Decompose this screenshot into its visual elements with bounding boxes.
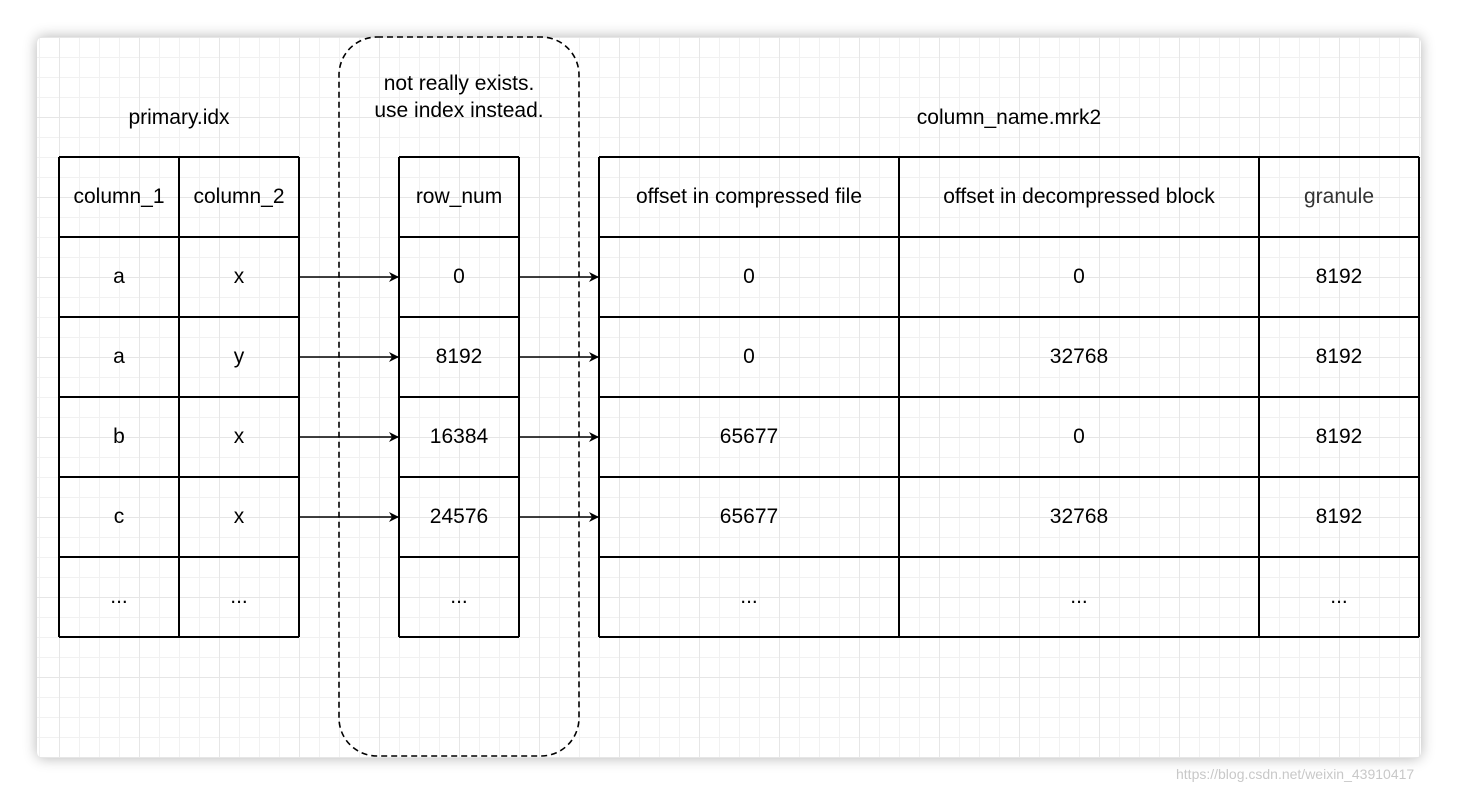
watermark: https://blog.csdn.net/weixin_43910417	[1176, 766, 1415, 782]
primary-idx-cell: x	[233, 505, 245, 528]
primary-idx-cell: x	[233, 425, 245, 448]
marks-cell: 0	[743, 265, 755, 288]
marks-cell: ...	[740, 585, 758, 608]
marks-file-title: column_name.mrk2	[916, 106, 1102, 129]
virtual-note-line1: not really exists.	[383, 72, 535, 95]
primary-idx-cell: a	[113, 345, 125, 368]
marks-cell: 0	[1073, 425, 1085, 448]
marks-cell: 8192	[1315, 425, 1363, 448]
primary-idx-title: primary.idx	[128, 106, 230, 129]
primary-idx-cell: c	[113, 505, 125, 528]
primary-idx-header-cell: column_2	[193, 185, 285, 208]
marks-header-cell: offset in compressed file	[635, 185, 863, 208]
primary-idx-cell: y	[233, 345, 245, 368]
marks-cell: ...	[1330, 585, 1348, 608]
row-num-cell: 0	[453, 265, 465, 288]
primary-idx-cell: a	[113, 265, 125, 288]
primary-idx-cell: b	[113, 425, 125, 448]
marks-cell: ...	[1070, 585, 1088, 608]
row-num-header-cell: row_num	[415, 185, 503, 208]
row-num-cell: 24576	[429, 505, 489, 528]
marks-cell: 65677	[719, 425, 779, 448]
marks-cell: 8192	[1315, 345, 1363, 368]
marks-cell: 8192	[1315, 265, 1363, 288]
primary-idx-cell: ...	[230, 585, 248, 608]
marks-cell: 8192	[1315, 505, 1363, 528]
primary-idx-table-grid	[58, 156, 300, 638]
row-num-cell: ...	[450, 585, 468, 608]
marks-cell: 32768	[1049, 505, 1109, 528]
row-num-cell: 8192	[435, 345, 483, 368]
row-num-table-grid	[398, 156, 520, 638]
primary-idx-header-cell: column_1	[73, 185, 165, 208]
marks-header-cell: offset in decompressed block	[943, 185, 1215, 208]
marks-table-grid	[598, 156, 1420, 638]
primary-idx-cell: x	[233, 265, 245, 288]
primary-idx-cell: ...	[110, 585, 128, 608]
virtual-note-line2: use index instead.	[374, 99, 544, 122]
marks-header-cell: granule	[1303, 185, 1375, 208]
row-num-cell: 16384	[429, 425, 489, 448]
marks-cell: 65677	[719, 505, 779, 528]
marks-cell: 32768	[1049, 345, 1109, 368]
marks-cell: 0	[743, 345, 755, 368]
virtual-container	[338, 36, 580, 757]
marks-cell: 0	[1073, 265, 1085, 288]
